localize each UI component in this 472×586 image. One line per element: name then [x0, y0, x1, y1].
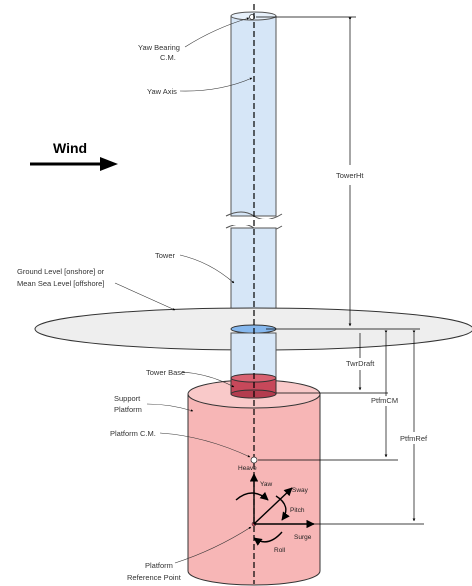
wind-indicator: Wind — [30, 140, 118, 171]
platform-cm-label: Platform C.M. — [110, 429, 156, 438]
tower-label: Tower — [155, 251, 176, 260]
roll-arrow — [253, 531, 283, 546]
ptfm-ref-label: PtfmRef — [400, 434, 428, 443]
callouts: Yaw Bearing C.M. Yaw Axis Tower Ground L… — [17, 17, 253, 582]
dof-arrows: Heave Yaw Sway Pitch Surge Roll — [235, 465, 315, 554]
tower-ht-label: TowerHt — [336, 171, 364, 180]
twr-draft-label: TwrDraft — [346, 359, 375, 368]
heave-label: Heave — [238, 465, 257, 472]
dim-twr-draft: TwrDraft — [276, 333, 388, 394]
sway-arrow — [253, 487, 293, 525]
yaw-bearing-cm-label: C.M. — [160, 53, 176, 62]
pitch-label: Pitch — [290, 507, 305, 514]
wind-label: Wind — [53, 140, 87, 156]
roll-label: Roll — [274, 547, 286, 554]
surge-label: Surge — [294, 534, 312, 541]
support-platform-label-2: Platform — [114, 405, 142, 414]
ground-level-label-1: Ground Level [onshore] or — [17, 267, 105, 276]
dim-tower-ht: TowerHt — [256, 16, 420, 330]
yaw-arrow — [235, 491, 269, 501]
yaw-axis-label: Yaw Axis — [147, 87, 177, 96]
support-platform-label-1: Support — [114, 394, 141, 403]
yaw-bearing-label: Yaw Bearing — [138, 43, 180, 52]
sway-label: Sway — [292, 487, 309, 494]
pitch-arrow — [275, 495, 290, 521]
wind-arrowhead — [100, 157, 118, 171]
yaw-label: Yaw — [260, 481, 272, 488]
ground-level-label-2: Mean Sea Level [offshore] — [17, 279, 104, 288]
platform-ref-label-2: Reference Point — [127, 573, 182, 582]
platform-ref-label-1: Platform — [145, 561, 173, 570]
ptfm-cm-label: PtfmCM — [371, 396, 398, 405]
tower-base-label: Tower Base — [146, 368, 185, 377]
dim-ptfm-cm: PtfmCM — [258, 330, 398, 461]
tower-base — [230, 373, 277, 399]
platform-cm-marker — [250, 456, 258, 464]
